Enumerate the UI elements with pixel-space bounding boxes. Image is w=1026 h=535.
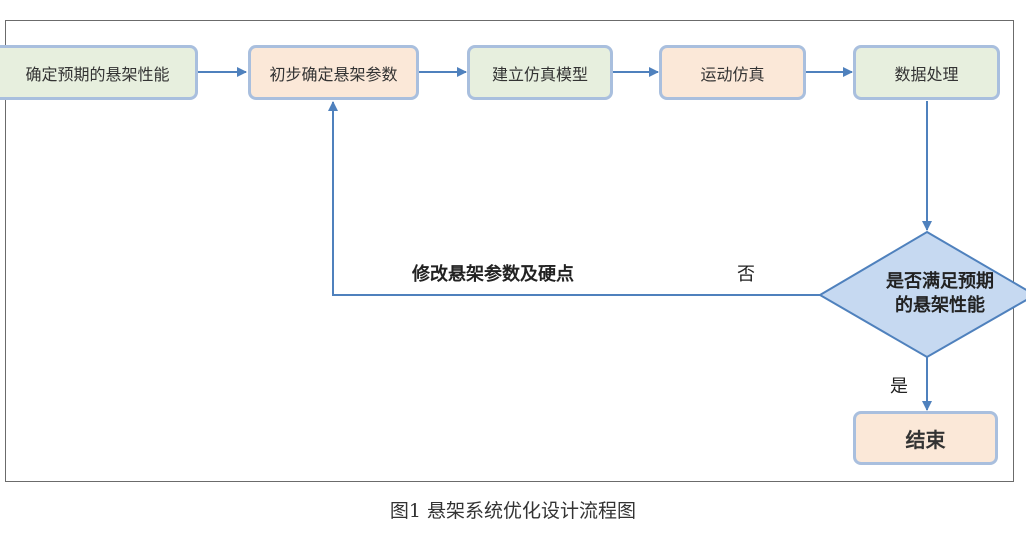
step-label: 建立仿真模型 xyxy=(491,64,588,84)
figure-caption: 图1 悬架系统优化设计流程图 xyxy=(389,500,637,522)
end-label: 结束 xyxy=(905,427,946,452)
decision-label: 是否满足预期 的悬架性能 xyxy=(855,270,1025,318)
no-label: 否 xyxy=(737,264,755,285)
decision-line-1: 是否满足预期 xyxy=(886,271,994,292)
step-build-model: 建立仿真模型 xyxy=(467,45,613,100)
step-data-processing: 数据处理 xyxy=(853,45,1000,100)
yes-label: 是 xyxy=(890,376,908,397)
step-label: 确定预期的悬架性能 xyxy=(25,64,170,84)
diagram-frame xyxy=(5,20,1014,482)
end-box: 结束 xyxy=(853,411,998,465)
feedback-label: 修改悬架参数及硬点 xyxy=(412,264,574,285)
step-define-performance: 确定预期的悬架性能 xyxy=(0,45,198,100)
step-initial-params: 初步确定悬架参数 xyxy=(248,45,419,100)
step-label: 初步确定悬架参数 xyxy=(269,64,398,84)
step-motion-simulation: 运动仿真 xyxy=(659,45,806,100)
arrow-feedback xyxy=(328,101,820,296)
step-label: 运动仿真 xyxy=(700,64,765,84)
decision-diamond xyxy=(818,230,1026,359)
decision-line-2: 的悬架性能 xyxy=(895,295,985,316)
step-label: 数据处理 xyxy=(894,64,959,84)
